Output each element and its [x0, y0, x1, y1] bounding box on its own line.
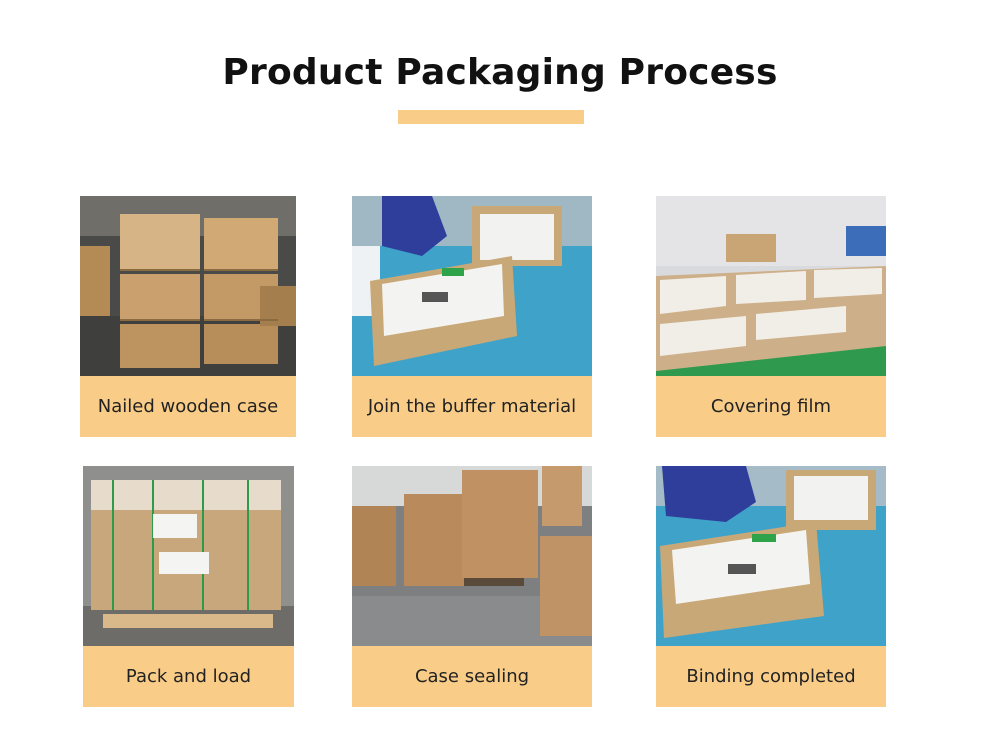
worker-placing-buffer-photo: [352, 196, 592, 376]
stacked-wooden-crates-photo: [80, 196, 296, 376]
wrapped-pallet-photo: [83, 466, 294, 646]
step-label: Pack and load: [83, 646, 294, 707]
step-label: Covering film: [656, 376, 886, 437]
step-card-4: Pack and load: [83, 466, 294, 707]
sealed-cartons-photo: [352, 466, 592, 646]
step-label: Join the buffer material: [352, 376, 592, 437]
step-card-5: Case sealing: [352, 466, 592, 707]
step-label: Nailed wooden case: [80, 376, 296, 437]
step-label: Case sealing: [352, 646, 592, 707]
step-card-6: Binding completed: [656, 466, 886, 707]
rows-of-crates-photo: [656, 196, 886, 376]
page-title: Product Packaging Process: [222, 52, 778, 93]
bound-crate-photo: [656, 466, 886, 646]
step-label: Binding completed: [656, 646, 886, 707]
step-card-3: Covering film: [656, 196, 886, 437]
title-underline: [398, 110, 584, 124]
step-card-2: Join the buffer material: [352, 196, 592, 437]
step-card-1: Nailed wooden case: [80, 196, 296, 437]
